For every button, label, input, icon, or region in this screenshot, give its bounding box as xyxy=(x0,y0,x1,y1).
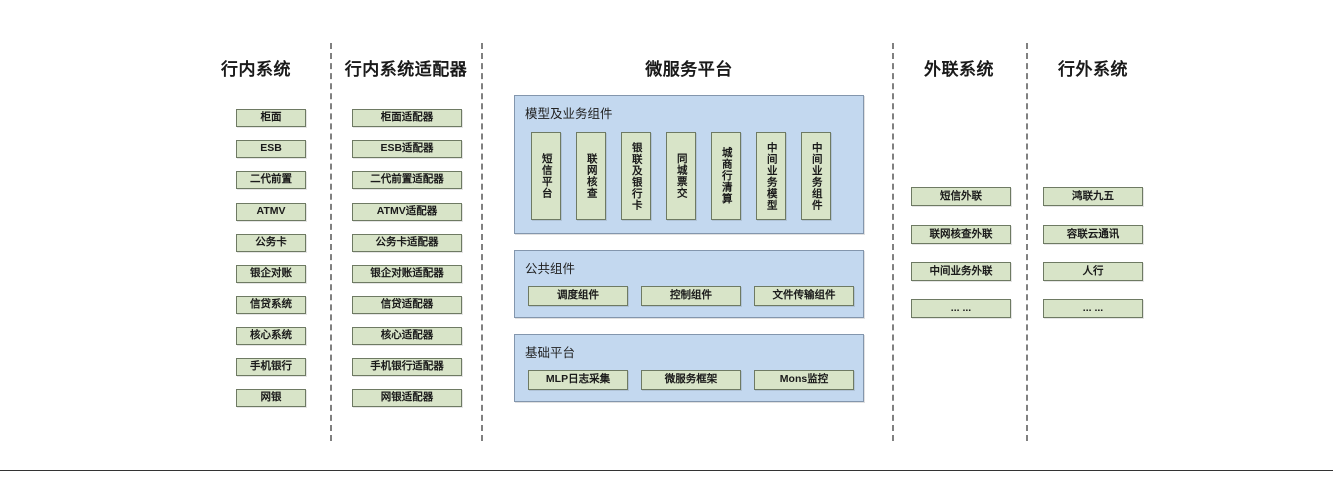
column-title-in-bank-adapters: 行内系统适配器 xyxy=(344,60,468,79)
node-in-bank-system[interactable]: 公务卡 xyxy=(236,234,306,252)
node-in-bank-adapter[interactable]: 公务卡适配器 xyxy=(352,234,462,252)
node-in-bank-system[interactable]: 信贷系统 xyxy=(236,296,306,314)
column-separator-2 xyxy=(481,43,483,441)
node-external-link-system[interactable]: 联网核查外联 xyxy=(911,225,1011,244)
node-in-bank-system[interactable]: 二代前置 xyxy=(236,171,306,189)
node-in-bank-adapter[interactable]: 手机银行适配器 xyxy=(352,358,462,376)
node-external-link-system[interactable]: 中间业务外联 xyxy=(911,262,1011,281)
column-separator-4 xyxy=(1026,43,1028,441)
node-external-link-system[interactable]: 短信外联 xyxy=(911,187,1011,206)
node-out-of-bank-system[interactable]: 容联云通讯 xyxy=(1043,225,1143,244)
node-in-bank-adapter[interactable]: 柜面适配器 xyxy=(352,109,462,127)
node-model-business-component[interactable]: 短信平台 xyxy=(531,132,561,220)
node-model-business-component[interactable]: 中间业务模型 xyxy=(756,132,786,220)
node-model-business-component[interactable]: 银联及银行卡 xyxy=(621,132,651,220)
group-public-components: 公共组件 xyxy=(514,250,864,318)
node-public-component[interactable]: 控制组件 xyxy=(641,286,741,306)
column-title-microservice-platform: 微服务平台 xyxy=(645,60,733,79)
node-base-platform-component[interactable]: MLP日志采集 xyxy=(528,370,628,390)
node-base-platform-component[interactable]: 微服务框架 xyxy=(641,370,741,390)
node-in-bank-adapter[interactable]: 二代前置适配器 xyxy=(352,171,462,189)
node-in-bank-adapter[interactable]: ATMV适配器 xyxy=(352,203,462,221)
node-out-of-bank-system[interactable]: 鸿联九五 xyxy=(1043,187,1143,206)
group-label-model-business-components: 模型及业务组件 xyxy=(525,107,613,121)
column-separator-3 xyxy=(892,43,894,441)
column-separator-1 xyxy=(330,43,332,441)
node-in-bank-system[interactable]: 柜面 xyxy=(236,109,306,127)
column-title-out-of-bank-systems: 行外系统 xyxy=(1058,60,1128,79)
node-out-of-bank-system[interactable]: ... ... xyxy=(1043,299,1143,318)
node-in-bank-system[interactable]: 银企对账 xyxy=(236,265,306,283)
node-model-business-component[interactable]: 城商行清算 xyxy=(711,132,741,220)
node-in-bank-adapter[interactable]: 核心适配器 xyxy=(352,327,462,345)
group-label-base-platform: 基础平台 xyxy=(525,346,576,360)
node-in-bank-system[interactable]: 手机银行 xyxy=(236,358,306,376)
group-label-public-components: 公共组件 xyxy=(525,262,576,276)
node-out-of-bank-system[interactable]: 人行 xyxy=(1043,262,1143,281)
node-in-bank-system[interactable]: ESB xyxy=(236,140,306,158)
node-in-bank-system[interactable]: 网银 xyxy=(236,389,306,407)
column-title-in-bank-systems: 行内系统 xyxy=(221,60,291,79)
node-model-business-component[interactable]: 中间业务组件 xyxy=(801,132,831,220)
bottom-divider xyxy=(0,470,1333,471)
column-title-external-link-systems: 外联系统 xyxy=(924,60,994,79)
node-in-bank-adapter[interactable]: ESB适配器 xyxy=(352,140,462,158)
node-public-component[interactable]: 调度组件 xyxy=(528,286,628,306)
node-external-link-system[interactable]: ... ... xyxy=(911,299,1011,318)
group-base-platform: 基础平台 xyxy=(514,334,864,402)
node-in-bank-adapter[interactable]: 信贷适配器 xyxy=(352,296,462,314)
node-model-business-component[interactable]: 联网核查 xyxy=(576,132,606,220)
node-in-bank-adapter[interactable]: 银企对账适配器 xyxy=(352,265,462,283)
node-in-bank-system[interactable]: 核心系统 xyxy=(236,327,306,345)
node-in-bank-system[interactable]: ATMV xyxy=(236,203,306,221)
node-base-platform-component[interactable]: Mons监控 xyxy=(754,370,854,390)
node-public-component[interactable]: 文件传输组件 xyxy=(754,286,854,306)
node-in-bank-adapter[interactable]: 网银适配器 xyxy=(352,389,462,407)
node-model-business-component[interactable]: 同城票交 xyxy=(666,132,696,220)
